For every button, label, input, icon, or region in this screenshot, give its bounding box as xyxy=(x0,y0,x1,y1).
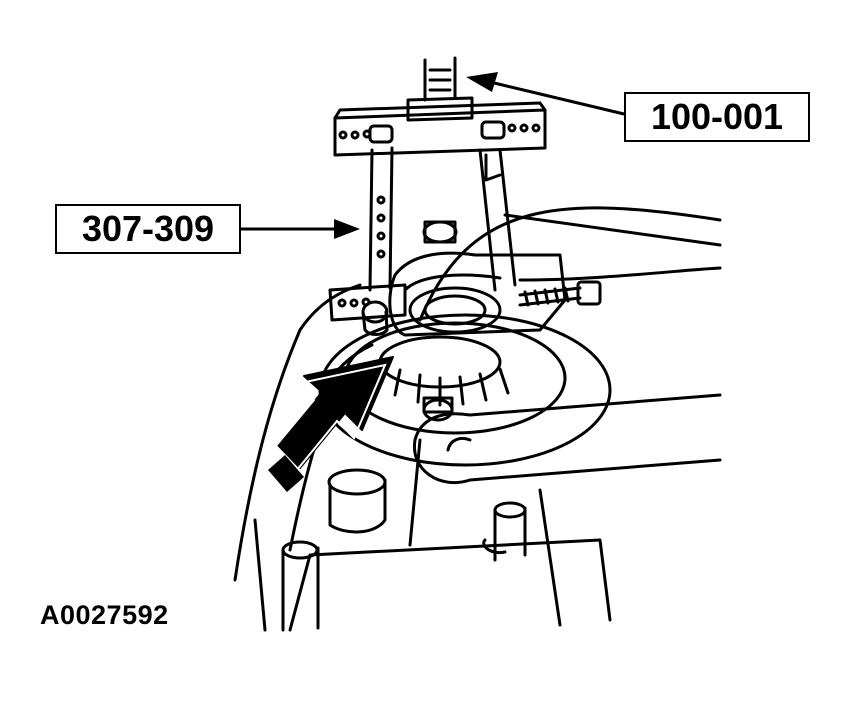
housing xyxy=(233,206,722,632)
figure-id-label: A0027592 xyxy=(40,600,169,630)
callout-top-tool-label: 100-001 xyxy=(624,92,810,142)
puller-crossbar xyxy=(333,101,547,157)
callout-side-tool-label: 307-309 xyxy=(55,204,241,254)
direction-arrow-icon xyxy=(268,356,394,492)
puller-legs xyxy=(368,146,517,292)
dowel-pins xyxy=(281,468,527,632)
hook-wrench xyxy=(413,393,722,485)
leader-arrowhead-top xyxy=(466,72,498,92)
leader-arrowhead-side xyxy=(334,219,360,239)
forcing-screw xyxy=(406,56,474,122)
housing-bolt xyxy=(422,220,458,422)
bearing-splitter xyxy=(328,251,602,337)
leader-lines xyxy=(239,80,626,231)
